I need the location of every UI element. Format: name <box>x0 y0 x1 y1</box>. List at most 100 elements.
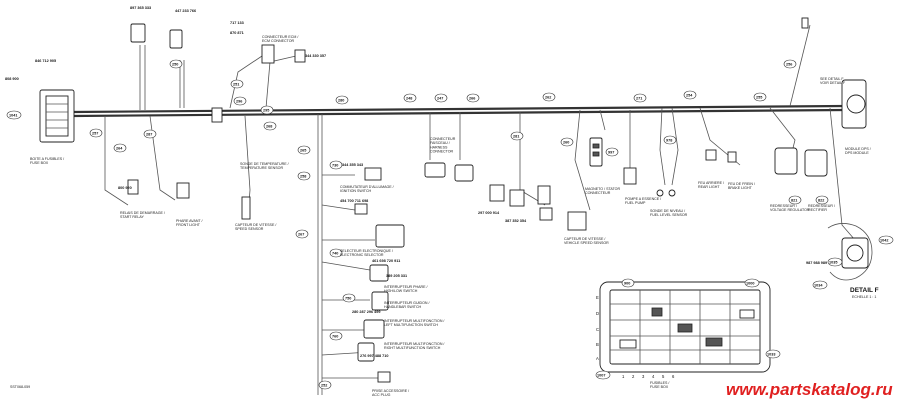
fuse-row-label-e: E <box>596 295 599 300</box>
pn-group-k: 461 698 720 911 <box>372 259 400 263</box>
svg-text:296: 296 <box>236 100 242 104</box>
electronic-selector <box>354 167 405 248</box>
callout-257: 257 <box>89 128 103 138</box>
svg-text:900: 900 <box>624 282 630 286</box>
callout-822: 822 <box>815 195 829 205</box>
callout-262: 262 <box>542 92 556 102</box>
svg-text:271: 271 <box>636 97 642 101</box>
temperature-sensor <box>241 196 251 220</box>
callout-1042: 1042 <box>878 235 894 245</box>
detail-f-connector <box>827 223 873 281</box>
caption-electronic-selector: SELECTEUR ELECTRONIQUE /ELECTRONIC SELEC… <box>340 249 393 257</box>
svg-text:760: 760 <box>332 335 338 339</box>
caption-rectifier-rear: REDRESSEUR /RECTIFIER <box>808 204 835 212</box>
svg-text:267: 267 <box>298 233 304 237</box>
caption-rear-light: FEU ARRIERE /REAR LIGHT <box>698 181 724 189</box>
fuse-col-label-4: 4 <box>652 374 655 379</box>
svg-text:1034: 1034 <box>814 284 823 288</box>
caption-fuel-sensor: SONDE DE NIVEAU /FUEL LEVEL SENSOR <box>650 209 688 217</box>
callout-266: 266 <box>466 93 480 103</box>
caption-rectifier-front: REDRESSEUR /VOLTAGE REGULATOR <box>770 204 810 212</box>
svg-text:262: 262 <box>545 96 551 100</box>
watermark: www.partskatalog.ru <box>726 380 893 399</box>
pn-group-l: 389 205 331 <box>386 274 407 278</box>
callout-900: 900 <box>621 278 635 288</box>
svg-text:257: 257 <box>92 132 98 136</box>
fuel-pump-connector <box>623 167 637 185</box>
pn-group-n: 276 997 488 710 <box>360 354 389 358</box>
callouts: 1041 257 264 250 287 296 268 251 295 265… <box>6 59 894 390</box>
voltage-rectifiers <box>774 147 828 177</box>
svg-text:287: 287 <box>146 133 152 137</box>
handlebar-switches <box>357 264 391 383</box>
callout-997: 997 <box>605 147 619 157</box>
svg-text:281: 281 <box>513 135 519 139</box>
callout-821: 821 <box>788 195 802 205</box>
fuse-box-detail: E D C B A 1 2 3 4 5 6 <box>596 281 771 379</box>
fuse-col-label-2: 2 <box>632 374 635 379</box>
svg-text:1033: 1033 <box>767 353 775 357</box>
svg-text:248: 248 <box>406 97 412 101</box>
caption-fuse-box: BOITE A FUSIBLES /FUSE BOX <box>30 157 64 165</box>
fuse-col-label-6: 6 <box>672 374 675 379</box>
svg-text:265: 265 <box>300 149 306 153</box>
fuse-row-label-c: C <box>596 327 599 332</box>
svg-text:997: 997 <box>608 151 614 155</box>
part-number-groups: 846 712 905 808 900 897 365 333 447 233 … <box>5 6 827 358</box>
svg-text:251: 251 <box>233 83 239 87</box>
svg-text:1007: 1007 <box>597 374 605 378</box>
svg-text:260: 260 <box>563 141 569 145</box>
callout-760: 760 <box>329 331 343 341</box>
svg-text:740: 740 <box>332 252 338 256</box>
caption-fuse-box-f: FUSIBLES /FUSE BOX <box>650 381 669 389</box>
svg-text:280: 280 <box>338 99 344 103</box>
pn-group-h: 800 920 <box>118 186 132 190</box>
fuse-col-label-1: 1 <box>622 374 625 379</box>
callout-1034: 1034 <box>812 280 828 290</box>
svg-text:1035: 1035 <box>829 261 837 265</box>
callout-258: 258 <box>297 171 311 181</box>
svg-text:1042: 1042 <box>880 239 888 243</box>
pn-group-g: 344 330 357 <box>305 54 326 58</box>
callout-265: 265 <box>297 145 311 155</box>
svg-text:264: 264 <box>116 147 123 151</box>
callout-256: 256 <box>783 59 797 69</box>
fuse-col-label-3: 3 <box>642 374 645 379</box>
pn-group-i: 344 355 343 <box>342 163 363 167</box>
callout-252: 252 <box>318 380 332 390</box>
svg-text:268: 268 <box>266 125 272 129</box>
svg-text:255: 255 <box>756 96 762 100</box>
callout-254: 254 <box>683 90 697 100</box>
caption-accessory-plug: PRISE ACCESSOIRE /ACC PLUG <box>372 389 409 397</box>
caption-right-multifunction: INTERRUPTEUR MULTIFONCTION /RIGHT MULTIF… <box>384 342 444 350</box>
callout-978: 978 <box>663 135 677 145</box>
callout-264a: 264 <box>113 143 127 153</box>
pn-group-o: 297 000 914 <box>478 211 500 215</box>
connector-ecm <box>211 44 306 123</box>
pn-group-e: 717 133 <box>230 21 244 25</box>
rear-lights <box>656 149 737 197</box>
caption-vss-sensor: CAPTEUR DE VITESSE /VEHICLE SPEED SENSOR <box>564 237 609 245</box>
svg-text:254: 254 <box>686 94 693 98</box>
pn-group-c: 897 365 333 <box>130 6 151 10</box>
callout-271: 271 <box>633 93 647 103</box>
caption-handlebar-switch: INTERRUPTEUR GUIDON /HANDLEBAR SWITCH <box>384 301 430 309</box>
callout-281: 281 <box>510 131 524 141</box>
ecm-harness-connector <box>424 162 587 231</box>
caption-start-relay: RELAIS DE DEMARRAGE /START RELAY <box>120 211 165 219</box>
diagram-code: SST068-059 <box>10 385 30 389</box>
caption-left-multifunction: INTERRUPTEUR MULTIFONCTION /LEFT MULTIFU… <box>384 319 444 327</box>
caption-brake-light: FEU DE FREIN /BRAKE LIGHT <box>728 182 755 190</box>
dps-module <box>801 17 867 129</box>
magneto-connector <box>589 137 603 167</box>
fuse-box-left <box>39 89 75 143</box>
svg-text:266: 266 <box>469 97 475 101</box>
pn-group-j: 454 700 711 698 <box>340 199 368 203</box>
detail-title: DETAIL F <box>850 287 879 294</box>
pn-group-b: 808 900 <box>5 77 19 81</box>
pn-group-q: 987 988 989 <box>806 261 827 265</box>
callout-268: 268 <box>263 121 277 131</box>
callout-280: 280 <box>335 95 349 105</box>
fuse-col-label-5: 5 <box>662 374 665 379</box>
